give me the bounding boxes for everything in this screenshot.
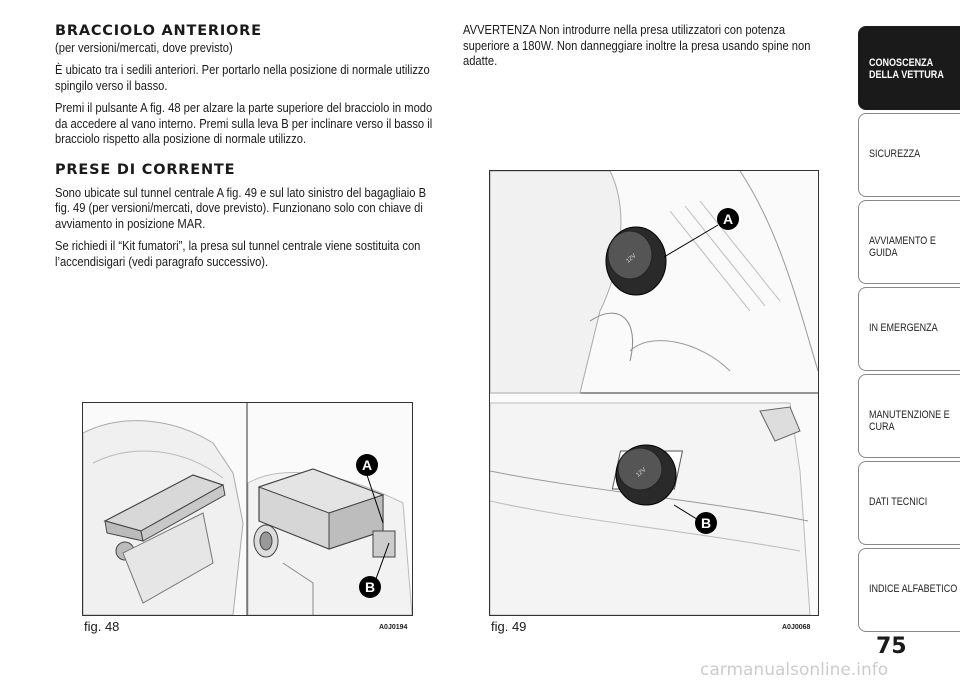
tab-label: IN EMERGENZA — [869, 322, 938, 334]
tab-label: AVVIAMENTO E GUIDA — [869, 235, 936, 259]
tab-conoscenza[interactable]: CONOSCENZA DELLA VETTURA — [858, 26, 960, 110]
figure-49-image: 12V A 12V B — [489, 170, 819, 616]
warning-paragraph: AVVERTENZA Non introdurre nella presa ut… — [463, 22, 811, 68]
armrest-subtitle: (per versioni/mercati, dove previsto) — [55, 40, 233, 55]
tab-label: INDICE ALFABETICO — [869, 583, 958, 595]
left-column: BRACCIOLO ANTERIORE (per versioni/mercat… — [55, 22, 440, 276]
socket-b-text: 12V — [635, 467, 647, 478]
power-outlet-illustration: 12V A 12V B — [490, 171, 818, 615]
armrest-paragraph-2: Premi il pulsante A fig. 48 per alzare l… — [55, 100, 433, 146]
tab-dati-tecnici[interactable]: DATI TECNICI — [858, 461, 960, 545]
label-a-marker — [717, 208, 739, 230]
figure-48-caption: fig. 48 — [84, 619, 120, 634]
armrest-illustration: A B — [83, 403, 412, 615]
figure-49-code: A0J0068 — [782, 624, 811, 631]
figure-49-caption: fig. 49 — [491, 619, 527, 634]
tab-label: DATI TECNICI — [869, 496, 928, 508]
outlets-paragraph-1: Sono ubicate sul tunnel centrale A fig. … — [55, 184, 427, 231]
page-number: 75 — [876, 634, 907, 659]
tab-label: CONOSCENZA DELLA VETTURA — [869, 57, 944, 81]
tab-avviamento[interactable]: AVVIAMENTO E GUIDA — [858, 200, 960, 284]
tab-emergenza[interactable]: IN EMERGENZA — [858, 287, 960, 371]
tab-label: SICUREZZA — [869, 148, 921, 160]
figure-48-image: A B — [82, 402, 413, 616]
label-a-text: A — [723, 211, 733, 227]
label-a-marker — [356, 454, 378, 476]
tab-indice[interactable]: INDICE ALFABETICO — [858, 548, 960, 632]
tab-sicurezza[interactable]: SICUREZZA — [858, 113, 960, 197]
watermark-text: carmanualsonline.info — [700, 660, 889, 680]
tab-label: MANUTENZIONE E CURA — [869, 409, 950, 433]
armrest-paragraph-1: È ubicato tra i sedili anteriori. Per po… — [55, 62, 430, 93]
figure-48-code: A0J0194 — [379, 624, 408, 631]
label-b-text: B — [365, 579, 375, 595]
section-heading-armrest: BRACCIOLO ANTERIORE — [55, 23, 262, 39]
label-b-text: B — [701, 515, 711, 531]
socket-a-text: 12V — [625, 253, 637, 264]
label-a-text: A — [362, 457, 372, 473]
label-b-marker — [359, 576, 381, 598]
outlets-paragraph-2: Se richiedi il “Kit fumatori”, la presa … — [55, 238, 421, 269]
right-column: AVVERTENZA Non introdurre nella presa ut… — [463, 22, 833, 76]
label-b-marker — [695, 512, 717, 534]
tab-manutenzione[interactable]: MANUTENZIONE E CURA — [858, 374, 960, 458]
section-heading-power-outlets: PRESE DI CORRENTE — [55, 161, 236, 178]
